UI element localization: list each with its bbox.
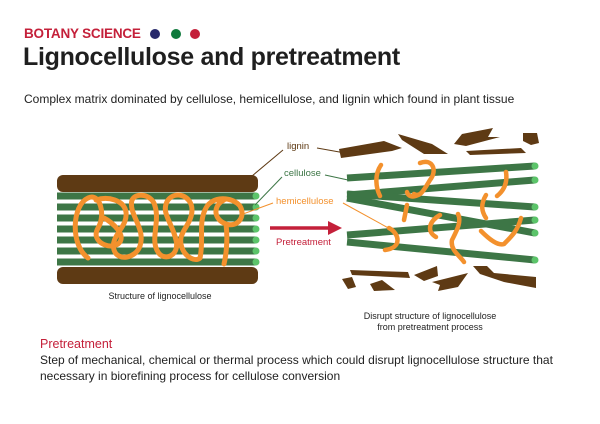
cellulose-tip <box>252 214 260 222</box>
lignin-fragment <box>473 266 536 288</box>
pretreatment-arrow <box>270 221 342 235</box>
cellulose-leader-line-left <box>254 176 283 206</box>
cellulose-leader-line-right <box>324 174 349 181</box>
lignin-fragment <box>339 141 402 158</box>
lignin-fragment <box>414 266 438 281</box>
hemicellulose-tangle <box>72 192 245 267</box>
lignin-fragments-top <box>339 128 539 158</box>
lignin-fragment <box>342 277 356 289</box>
hemicellulose-fragment <box>494 169 509 199</box>
hemicellulose-fragment <box>404 189 421 199</box>
navy-dot-icon <box>150 29 160 39</box>
hemicellulose-fragment <box>449 211 467 265</box>
cellulose-label: cellulose <box>284 168 321 179</box>
page-subtitle: Complex matrix dominated by cellulose, h… <box>24 92 515 106</box>
cellulose-strand <box>346 216 536 239</box>
lignin-fragment <box>370 280 395 291</box>
lignin-fragment <box>350 270 410 278</box>
lignin-leader-line-left <box>251 149 284 177</box>
lignin-fragment <box>523 133 539 145</box>
hemicellulose-fragment <box>427 212 443 240</box>
cellulose-tip <box>531 229 539 237</box>
lignin-label: lignin <box>287 141 309 152</box>
arrow-head-icon <box>328 221 342 235</box>
hemicellulose-fragment <box>374 162 384 199</box>
disrupted-caption-line-2: from pretreatment process <box>377 322 483 332</box>
cellulose-tip <box>252 192 260 200</box>
cellulose-tip <box>252 236 260 244</box>
lignin-layer-top <box>57 175 258 192</box>
hemicellulose-coil-2 <box>93 192 158 260</box>
cellulose-tip <box>252 258 260 266</box>
cellulose-tip <box>252 225 260 233</box>
cellulose-tip <box>531 176 539 184</box>
hemicellulose-label: hemicellulose <box>276 196 334 207</box>
cellulose-strand <box>57 258 256 266</box>
hemicellulose-coil-3 <box>152 192 203 263</box>
hemicellulose-fragment <box>401 202 410 223</box>
intact-structure-caption: Structure of lignocellulose <box>108 291 212 301</box>
lignin-fragment <box>466 148 526 155</box>
hemicellulose-fragment <box>382 225 400 253</box>
hemicellulose-fragments <box>374 159 524 265</box>
lignin-layer-bottom <box>57 267 258 284</box>
pretreatment-arrow-label: Pretreatment <box>276 237 331 248</box>
hemicellulose-leader-line-right <box>342 202 393 231</box>
hemicellulose-leader-line-left <box>242 202 274 215</box>
lignin-fragments-bottom <box>342 266 536 291</box>
section-kicker: BOTANY SCIENCE <box>24 26 141 41</box>
hemicellulose-coil-4 <box>197 196 245 267</box>
red-dot-icon <box>190 29 200 39</box>
cellulose-strand <box>57 192 256 200</box>
cellulose-tip <box>252 247 260 255</box>
cellulose-tips <box>531 162 539 264</box>
lignin-fragment <box>398 134 448 154</box>
cellulose-tip <box>531 216 539 224</box>
hemicellulose-fragment <box>480 192 489 221</box>
disrupted-structure-caption: Disrupt structure of lignocellulose from… <box>350 311 510 333</box>
page-title: Lignocellulose and pretreatment <box>23 43 400 71</box>
disrupted-caption-line-1: Disrupt structure of lignocellulose <box>363 311 497 321</box>
green-dot-icon <box>171 29 181 39</box>
hemicellulose-fragment <box>478 215 524 247</box>
lignin-fragment <box>432 273 468 291</box>
cellulose-tip <box>531 203 539 211</box>
cellulose-tip <box>531 162 539 170</box>
intact-structure <box>57 175 260 284</box>
hemicellulose-coil-1 <box>72 194 124 261</box>
cellulose-tip <box>531 256 539 264</box>
lignin-fragment <box>454 128 500 146</box>
disrupted-structure <box>339 128 539 291</box>
cellulose-strand <box>346 238 536 264</box>
definition-heading: Pretreatment <box>40 337 113 351</box>
definition-body: Step of mechanical, chemical or thermal … <box>40 353 553 383</box>
